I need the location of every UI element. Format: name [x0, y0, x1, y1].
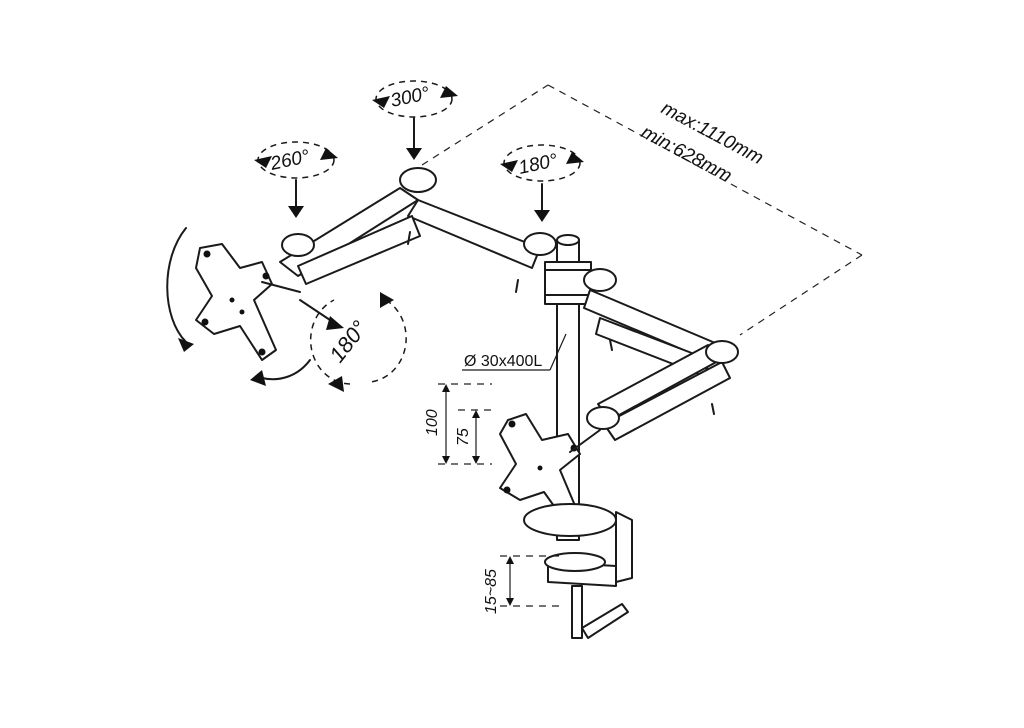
lower-joint-near	[586, 406, 620, 430]
rotation-260-label: 260°	[268, 146, 312, 175]
height-dimensions: 100 75	[424, 383, 492, 465]
lower-arm	[583, 268, 739, 441]
desk-clamp	[523, 503, 633, 639]
rotation-180-joint-indicator: 180°	[500, 144, 584, 222]
arrow-180-down	[534, 210, 550, 222]
clamp-thickness-label: 15~85	[483, 569, 500, 614]
upper-arm	[279, 167, 557, 293]
arrow-300-down	[406, 148, 422, 160]
lower-joint-pole	[583, 268, 617, 292]
clamp-thickness-dimension: 15~85	[483, 555, 560, 614]
rotation-180-joint-label: 180°	[517, 150, 560, 179]
pole-spec-callout: Ø 30x400L	[462, 333, 567, 371]
reach-dimension: max:1110mm min:628mm	[421, 84, 863, 336]
rotation-180-tilt-indicator: 180°	[299, 292, 407, 392]
pole	[544, 234, 592, 541]
pole-spec-label: Ø 30x400L	[464, 353, 542, 370]
upper-joint-top	[399, 167, 437, 193]
swivel-arc-indicator	[166, 227, 311, 386]
arrow-260-down	[288, 206, 304, 218]
height-outer-label: 100	[424, 409, 441, 436]
upper-joint-pole	[523, 232, 557, 256]
rotation-300-label: 300°	[389, 83, 432, 112]
rotation-260-indicator: 260°	[254, 141, 338, 218]
upper-joint-left	[281, 233, 315, 257]
vesa-plate-left	[195, 243, 301, 361]
lower-joint-far	[705, 340, 739, 364]
height-inner-label: 75	[455, 428, 472, 446]
rotation-300-indicator: 300°	[372, 80, 458, 160]
